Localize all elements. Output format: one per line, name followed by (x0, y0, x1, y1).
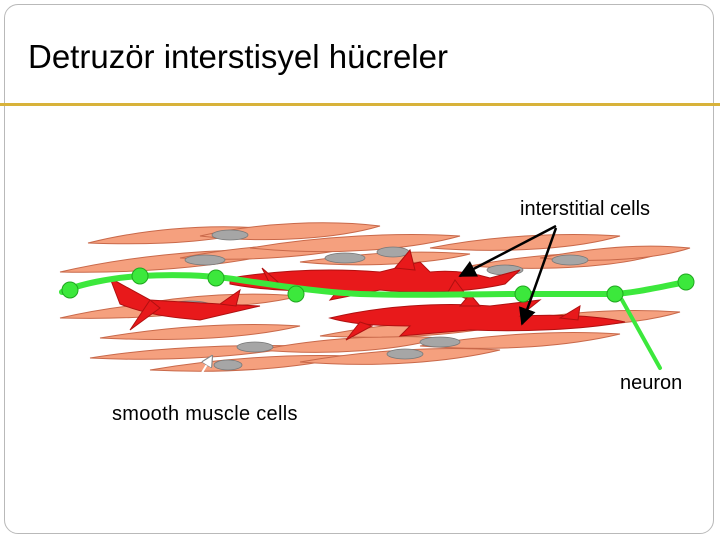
interstitial-cell (328, 299, 626, 337)
neuron-varicosity (207, 269, 225, 287)
interstitial-process (558, 305, 581, 321)
neuron-branch (620, 298, 662, 370)
neuron-varicosity (287, 285, 305, 303)
title-divider (0, 103, 720, 106)
neuron-varicosity (677, 273, 695, 291)
nucleus (213, 359, 243, 371)
arrow-to-smooth-muscle-cell (199, 356, 212, 377)
arrow-to-interstitial-cell (519, 227, 558, 326)
interstitial-process (218, 288, 241, 307)
arrow-to-interstitial-cell (458, 224, 557, 278)
neuron-label: neuron (620, 372, 683, 394)
nucleus (236, 341, 274, 353)
nucleus (419, 336, 461, 348)
smooth-muscle-cell (249, 234, 461, 253)
interstitial-process (129, 299, 161, 331)
nucleus (551, 254, 589, 266)
neuron-varicosity (606, 285, 624, 303)
nucleus (376, 246, 410, 258)
nucleus (184, 254, 226, 266)
slide-title: Detruzör interstisyel hücreler (28, 38, 448, 75)
smooth-muscle-cells-label: smooth muscle cells (112, 403, 298, 425)
neuron (59, 267, 695, 370)
nucleus (211, 229, 249, 241)
neuron-varicosity (61, 281, 79, 299)
slide-frame (4, 4, 714, 534)
neuron-varicosity (514, 285, 532, 303)
interstitial-process (394, 248, 416, 271)
interstitial-cells-label: interstitial cells (520, 198, 651, 220)
nucleus (324, 252, 366, 264)
smooth-muscle-cell (99, 324, 301, 340)
interstitial-process (345, 321, 374, 341)
interstitial-pointer-arrows (458, 224, 558, 326)
nucleus (386, 348, 424, 360)
interstitial-process (458, 293, 482, 307)
neuron-varicosity (131, 267, 149, 285)
smooth-muscle-cell (419, 332, 621, 349)
